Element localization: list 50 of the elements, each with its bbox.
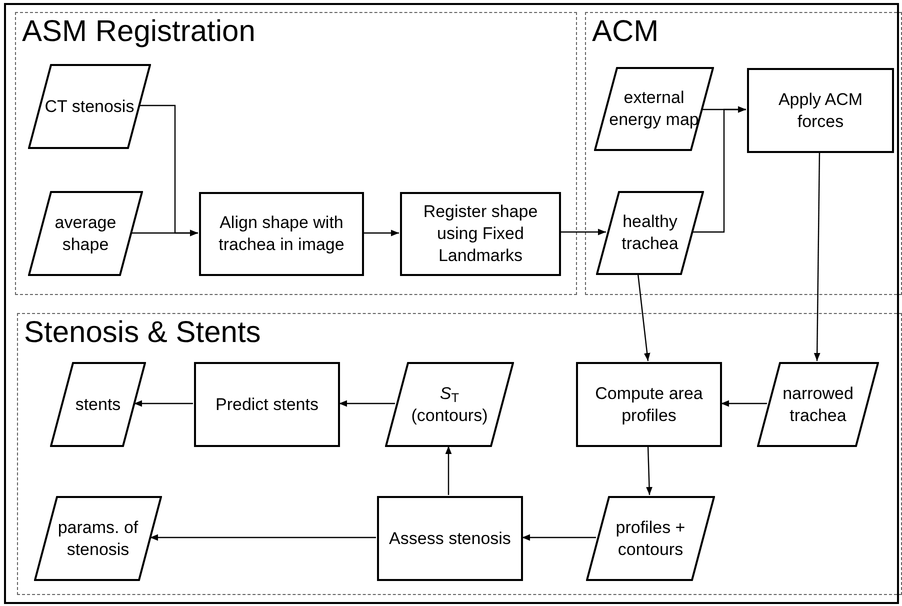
node-label: Align shape with trachea in image bbox=[218, 212, 346, 256]
arrow bbox=[130, 230, 198, 236]
arrow bbox=[637, 274, 650, 362]
node-label: average shape bbox=[54, 212, 118, 256]
process-box bbox=[199, 192, 364, 276]
node-label: CT stenosis bbox=[44, 96, 136, 118]
data-parallelogram bbox=[28, 64, 151, 149]
node-label: healthy trachea bbox=[620, 211, 680, 255]
arrow bbox=[646, 446, 652, 496]
process-box bbox=[377, 496, 523, 581]
process-box bbox=[747, 68, 894, 153]
node-label: external energy map bbox=[608, 87, 700, 131]
data-parallelogram bbox=[594, 67, 714, 151]
arrow bbox=[522, 534, 596, 541]
arrow bbox=[692, 106, 746, 233]
process-box bbox=[576, 362, 722, 447]
data-parallelogram bbox=[28, 191, 143, 276]
group-title: ACM bbox=[592, 14, 659, 50]
node-label: params. of stenosis bbox=[56, 516, 140, 560]
data-parallelogram bbox=[34, 496, 162, 581]
group-panel bbox=[17, 313, 902, 595]
arrow bbox=[814, 152, 820, 361]
data-parallelogram bbox=[757, 362, 879, 447]
group-title: ASM Registration bbox=[22, 14, 256, 50]
node-label: Assess stenosis bbox=[388, 528, 512, 550]
process-box bbox=[400, 192, 561, 276]
data-parallelogram bbox=[586, 496, 715, 581]
group-panel bbox=[15, 12, 577, 295]
data-parallelogram bbox=[385, 362, 514, 447]
node-label: Compute area profiles bbox=[594, 382, 704, 426]
arrow bbox=[363, 230, 399, 236]
node-label: (contours) bbox=[410, 404, 489, 426]
data-parallelogram bbox=[596, 191, 704, 275]
arrow bbox=[721, 400, 767, 407]
group-panel bbox=[585, 12, 902, 295]
arrow bbox=[445, 446, 452, 495]
arrow bbox=[560, 228, 606, 236]
node-label: Predict stents bbox=[214, 394, 320, 416]
arrow bbox=[339, 400, 395, 407]
arrow bbox=[134, 400, 193, 407]
node-label: profiles + contours bbox=[614, 516, 686, 560]
arrow bbox=[150, 534, 376, 541]
node-label: narrowed trachea bbox=[782, 382, 854, 426]
node-label: stents bbox=[74, 394, 122, 416]
data-parallelogram bbox=[50, 362, 146, 447]
node-label: Register shape using Fixed Landmarks bbox=[422, 201, 539, 267]
group-title: Stenosis & Stents bbox=[24, 315, 261, 351]
node-label: S$_{T}$ bbox=[438, 382, 460, 404]
node-label: Apply ACM forces bbox=[777, 88, 864, 132]
process-box bbox=[194, 362, 340, 447]
